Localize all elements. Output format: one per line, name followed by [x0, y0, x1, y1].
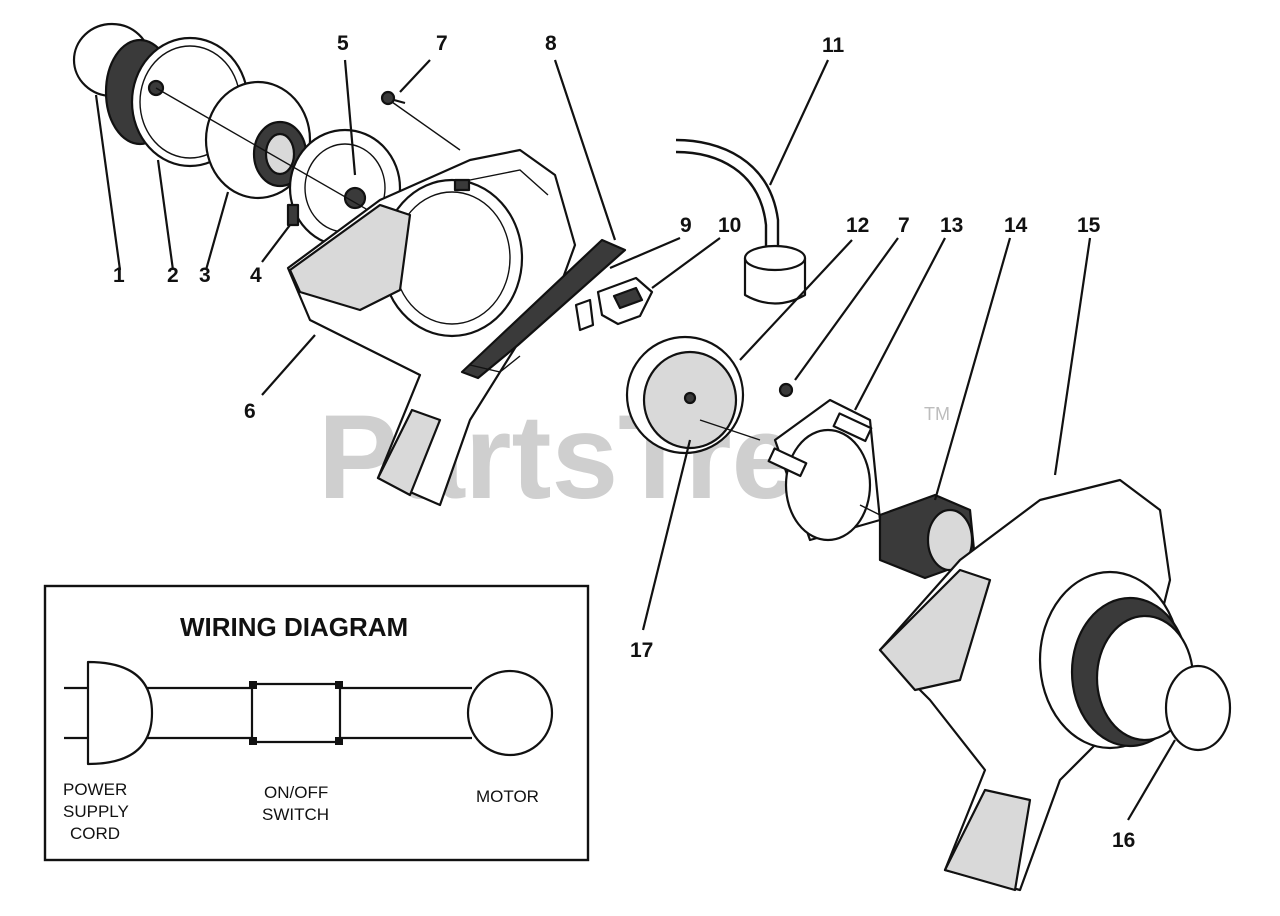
part-8-strap: [460, 238, 627, 380]
power-cord-plug-symbol: [86, 660, 154, 766]
label-cord-1: POWER: [63, 780, 127, 799]
part-10-switch: [596, 276, 654, 326]
label-cord-2: SUPPLY: [63, 802, 129, 821]
callout-numbers: 1 2 3 4 5 6 7 8 9 10 11 12 7 13 14 15 16…: [113, 32, 1135, 852]
part-14-armature: [859, 493, 977, 580]
motor-symbol: [466, 669, 554, 757]
callout-14: 14: [1004, 214, 1028, 237]
callout-8: 8: [545, 32, 557, 55]
callout-10: 10: [718, 214, 741, 237]
callout-17: 17: [630, 639, 653, 662]
wiring-diagram-title: WIRING DIAGRAM: [180, 612, 408, 642]
callout-6: 6: [244, 400, 256, 423]
part-7-screw-left: [380, 90, 406, 106]
part-13-motor: [767, 398, 882, 542]
part-12-motor-end-cap: [625, 335, 761, 455]
callout-3: 3: [199, 264, 211, 287]
callout-12: 12: [846, 214, 869, 237]
switch-symbol: [249, 681, 343, 745]
callout-1: 1: [113, 264, 125, 287]
part-6-left-housing: [286, 148, 577, 507]
callout-2: 2: [167, 264, 179, 287]
callout-13: 13: [940, 214, 963, 237]
part-16-cap: [1164, 664, 1232, 752]
callout-16: 16: [1112, 829, 1135, 852]
callout-4: 4: [250, 264, 262, 287]
label-switch-2: SWITCH: [262, 805, 329, 824]
label-switch-1: ON/OFF: [264, 783, 328, 802]
part-3-fan: [204, 80, 312, 200]
callout-11: 11: [822, 34, 845, 57]
watermark-tm: TM: [924, 404, 950, 424]
part-11-power-cord: [675, 138, 807, 305]
leader-lines: [94, 59, 1176, 821]
label-cord-3: CORD: [70, 824, 120, 843]
part-15-right-housing: [878, 478, 1195, 892]
callout-7b: 7: [898, 214, 910, 237]
callout-15: 15: [1077, 214, 1101, 237]
callout-7: 7: [436, 32, 448, 55]
part-7-screw-right: [778, 382, 794, 398]
part-9-switch-tab: [574, 298, 595, 332]
callout-5: 5: [337, 32, 349, 55]
wiring-diagram: WIRING DIAGRAM POWER SUPPLY CORD ON/OFF …: [43, 584, 590, 862]
part-4-clip: [286, 203, 300, 227]
callout-9: 9: [680, 214, 692, 237]
label-motor: MOTOR: [476, 787, 539, 806]
